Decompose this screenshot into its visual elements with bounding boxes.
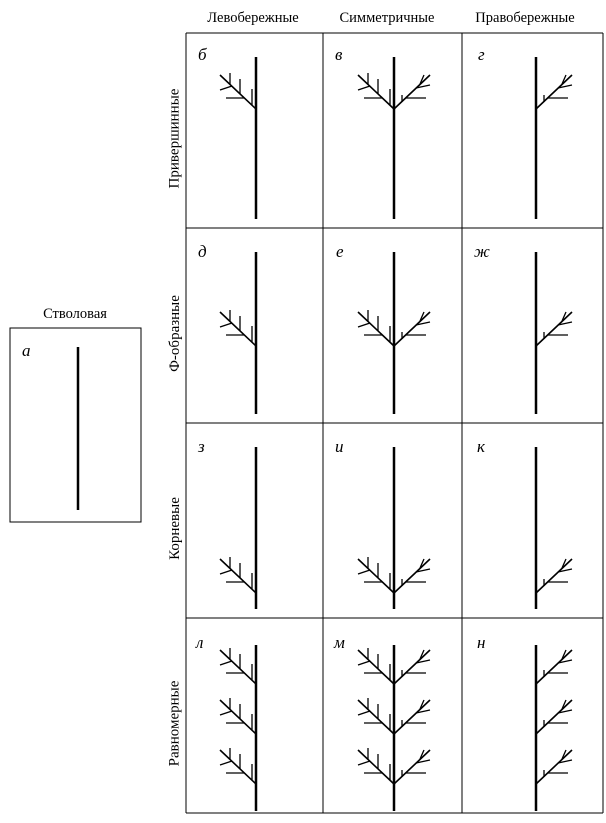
- river-scheme: [357, 252, 431, 414]
- sub-tributary: [561, 699, 567, 710]
- tributary-left: [357, 74, 395, 110]
- tributary-right: [535, 649, 573, 685]
- cell-letter-k: к: [477, 437, 485, 456]
- tributary-left: [219, 311, 257, 347]
- river-scheme: [219, 57, 258, 219]
- sub-tributary: [561, 558, 567, 569]
- sub-tributary: [357, 85, 371, 91]
- tributary-right: [535, 311, 573, 347]
- tributary-left: [357, 649, 395, 685]
- trunk-panel-frame: [9, 327, 142, 523]
- tributary-right: [393, 649, 431, 685]
- sub-tributary: [557, 759, 573, 764]
- sub-tributary: [561, 749, 567, 760]
- row-header-near-top: Привершинные: [166, 88, 183, 188]
- tributary-left: [357, 558, 395, 594]
- sub-tributary: [561, 649, 567, 660]
- tributary-right: [393, 74, 431, 110]
- sub-tributary: [557, 659, 573, 664]
- tributary-right: [393, 311, 431, 347]
- sub-tributary: [415, 84, 431, 89]
- river-scheme: [534, 252, 573, 414]
- sub-tributary: [415, 568, 431, 573]
- trunk-type-title: Стволовая: [43, 306, 107, 322]
- sub-tributary: [561, 311, 567, 322]
- tributary-left: [357, 311, 395, 347]
- river-scheme: [357, 645, 431, 811]
- tributary-left: [357, 699, 395, 735]
- tributary-left: [357, 749, 395, 785]
- sub-tributary: [219, 85, 233, 91]
- sub-tributary: [419, 558, 425, 569]
- tributary-right: [535, 74, 573, 110]
- sub-tributary: [415, 321, 431, 326]
- sub-tributary: [557, 709, 573, 714]
- classification-grid: [185, 32, 604, 814]
- tributary-left: [219, 749, 257, 785]
- cell-letter-g: г: [478, 45, 485, 64]
- sub-tributary: [561, 74, 567, 85]
- row-header-root: Корневые: [166, 496, 183, 560]
- sub-tributary: [357, 760, 371, 766]
- sub-tributary: [357, 660, 371, 666]
- river-scheme: [534, 447, 573, 609]
- tributary-left: [219, 74, 257, 110]
- sub-tributary: [219, 710, 233, 716]
- tributary-left: [219, 699, 257, 735]
- row-header-phi-shaped: Ф-образные: [166, 294, 183, 372]
- cell-letter-v: в: [335, 45, 343, 64]
- sub-tributary: [415, 659, 431, 664]
- river-scheme: [357, 447, 431, 609]
- tributary-right: [393, 699, 431, 735]
- tributary-right: [393, 749, 431, 785]
- sub-tributary: [357, 569, 371, 575]
- sub-tributary: [415, 759, 431, 764]
- sub-tributary: [219, 569, 233, 575]
- cell-letter-d: д: [198, 242, 207, 261]
- tributary-left: [219, 558, 257, 594]
- cell-letter-n: н: [477, 633, 486, 652]
- river-scheme: [534, 645, 573, 811]
- sub-tributary: [419, 749, 425, 760]
- cell-letter-a: а: [22, 341, 31, 360]
- tributary-right: [535, 699, 573, 735]
- column-header-left-bank: Левобережные: [207, 10, 299, 26]
- river-schemes: [219, 57, 573, 811]
- sub-tributary: [557, 321, 573, 326]
- sub-tributary: [219, 660, 233, 666]
- tributary-right: [393, 558, 431, 594]
- sub-tributary: [419, 311, 425, 322]
- river-scheme: [219, 252, 258, 414]
- cell-letter-zh: ж: [474, 242, 490, 261]
- cell-letter-b: б: [198, 45, 207, 64]
- river-scheme: [219, 645, 258, 811]
- column-header-right-bank: Правобережные: [475, 10, 575, 26]
- river-scheme: [219, 447, 258, 609]
- sub-tributary: [419, 74, 425, 85]
- sub-tributary: [357, 710, 371, 716]
- cell-letter-i: и: [335, 437, 344, 456]
- river-scheme: [357, 57, 431, 219]
- sub-tributary: [419, 649, 425, 660]
- sub-tributary: [219, 760, 233, 766]
- sub-tributary: [415, 709, 431, 714]
- sub-tributary: [557, 84, 573, 89]
- river-scheme: [534, 57, 573, 219]
- sub-tributary: [419, 699, 425, 710]
- sub-tributary: [357, 322, 371, 328]
- cell-letter-m: м: [334, 633, 345, 652]
- cell-letter-l: л: [196, 633, 204, 652]
- column-header-symmetric: Симметричные: [339, 10, 435, 26]
- cell-letter-e: е: [336, 242, 344, 261]
- cell-letter-z: з: [198, 437, 205, 456]
- tributary-left: [219, 649, 257, 685]
- sub-tributary: [219, 322, 233, 328]
- row-header-uniform: Равномерные: [166, 680, 183, 766]
- sub-tributary: [557, 568, 573, 573]
- trunk-type-panel: [9, 327, 142, 523]
- tributary-right: [535, 749, 573, 785]
- tributary-right: [535, 558, 573, 594]
